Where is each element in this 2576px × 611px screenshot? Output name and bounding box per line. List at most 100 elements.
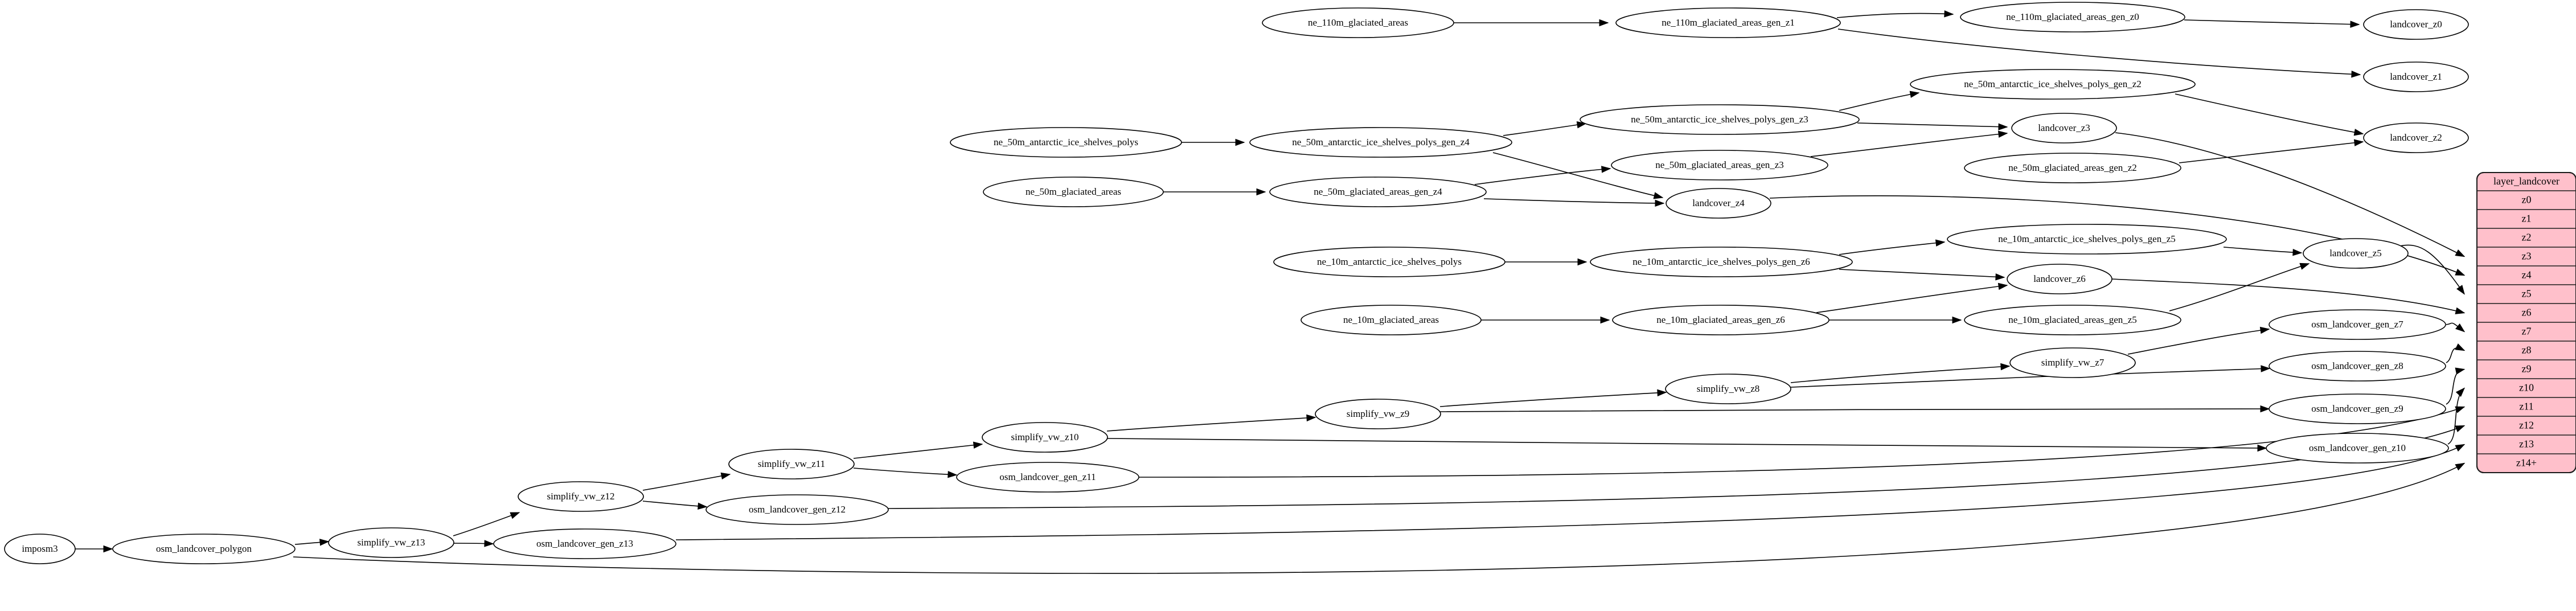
node-ne_10m_glaciated_areas_gen_z5[interactable]: ne_10m_glaciated_areas_gen_z5 — [1964, 305, 2181, 335]
node-label: landcover_z1 — [2390, 71, 2442, 82]
node-label: simplify_vw_z12 — [547, 491, 615, 502]
node-ne_50m_glaciated_areas_gen_z2[interactable]: ne_50m_glaciated_areas_gen_z2 — [1964, 153, 2181, 183]
record-row-z7[interactable]: z7 — [2477, 322, 2576, 337]
node-shape — [518, 481, 644, 512]
node-ne_50m_glaciated_areas_gen_z4[interactable]: ne_50m_glaciated_areas_gen_z4 — [1269, 177, 1487, 207]
record-row-z5[interactable]: z5 — [2477, 284, 2576, 300]
node-shape — [1964, 153, 2181, 183]
record-row-label: z9 — [2522, 363, 2532, 375]
record-row-z4[interactable]: z4 — [2477, 265, 2576, 281]
node-landcover_z0[interactable]: landcover_z0 — [2363, 9, 2469, 40]
record-row-z1[interactable]: z1 — [2477, 209, 2576, 224]
node-label: osm_landcover_gen_z9 — [2311, 403, 2403, 414]
node-label: osm_landcover_gen_z10 — [2309, 442, 2406, 453]
node-label: simplify_vw_z10 — [1011, 432, 1079, 442]
node-simplify_vw_z10[interactable]: simplify_vw_z10 — [982, 422, 1108, 453]
edge-ne_50m_antarctic_ice_shelves_polys-to-ne_50m_antarctic_ice_shelves_polys_gen_z4 — [1182, 138, 1245, 146]
edge-simplify_vw_z8-to-simplify_vw_z7 — [1790, 363, 2011, 383]
edge-ne_10m_glaciated_areas_gen_z5-to-landcover_z5 — [2169, 263, 2310, 311]
node-osm_landcover_gen_z12[interactable]: osm_landcover_gen_z12 — [705, 494, 889, 525]
edge-ne_110m_glaciated_areas_gen_z0-to-landcover_z0 — [2184, 19, 2360, 28]
record-row-z9[interactable]: z9 — [2477, 359, 2576, 375]
edge-ne_50m_antarctic_ice_shelves_polys_gen_z2-to-landcover_z2 — [2175, 93, 2364, 136]
record-row-z14+[interactable]: z14+ — [2477, 453, 2576, 469]
node-shape — [2011, 113, 2117, 143]
edge-ne_50m_antarctic_ice_shelves_polys_gen_z3-to-landcover_z3 — [1857, 122, 2008, 130]
node-shape — [328, 527, 454, 558]
node-landcover_z5[interactable]: landcover_z5 — [2303, 238, 2409, 269]
node-simplify_vw_z12[interactable]: simplify_vw_z12 — [518, 481, 644, 512]
node-simplify_vw_z7[interactable]: simplify_vw_z7 — [2009, 347, 2136, 378]
node-label: simplify_vw_z13 — [358, 537, 425, 548]
record-row-z11[interactable]: z11 — [2477, 397, 2576, 412]
node-landcover_z2[interactable]: landcover_z2 — [2363, 122, 2469, 153]
node-ne_50m_antarctic_ice_shelves_polys[interactable]: ne_50m_antarctic_ice_shelves_polys — [950, 127, 1182, 158]
edge-ne_50m_antarctic_ice_shelves_polys_gen_z3-to-ne_50m_antarctic_ice_shelves_polys_gen_z2 — [1839, 91, 1920, 111]
record-row-z3[interactable]: z3 — [2477, 247, 2576, 262]
node-landcover_z4[interactable]: landcover_z4 — [1666, 188, 1771, 219]
node-label: simplify_vw_z7 — [2041, 357, 2105, 368]
record-row-z10[interactable]: z10 — [2477, 378, 2576, 393]
node-label: ne_50m_antarctic_ice_shelves_polys_gen_z… — [1964, 79, 2142, 89]
node-label: landcover_z2 — [2390, 132, 2442, 143]
node-label: simplify_vw_z8 — [1697, 383, 1760, 394]
record-row-z2[interactable]: z2 — [2477, 228, 2576, 243]
node-ne_10m_glaciated_areas_gen_z6[interactable]: ne_10m_glaciated_areas_gen_z6 — [1612, 305, 1830, 335]
node-label: ne_10m_glaciated_areas — [1343, 314, 1439, 325]
record-row-z8[interactable]: z8 — [2477, 341, 2576, 356]
node-ne_10m_antarctic_ice_shelves_polys_gen_z6[interactable]: ne_10m_antarctic_ice_shelves_polys_gen_z… — [1590, 247, 1853, 277]
record-row-label: z2 — [2522, 232, 2532, 243]
edge-ne_50m_glaciated_areas_gen_z4-to-landcover_z4 — [1483, 198, 1665, 207]
node-label: ne_10m_antarctic_ice_shelves_polys_gen_z… — [1632, 256, 1810, 267]
node-ne_50m_glaciated_areas_gen_z3[interactable]: ne_50m_glaciated_areas_gen_z3 — [1611, 150, 1828, 181]
node-osm_landcover_gen_z10[interactable]: osm_landcover_gen_z10 — [2266, 433, 2449, 464]
node-ne_110m_glaciated_areas_gen_z0[interactable]: ne_110m_glaciated_areas_gen_z0 — [1960, 2, 2185, 32]
node-shape — [1301, 305, 1482, 335]
node-shape — [1590, 247, 1853, 277]
node-shape — [1580, 104, 1860, 135]
node-landcover_z3[interactable]: landcover_z3 — [2011, 113, 2117, 143]
edge-simplify_vw_z11-to-simplify_vw_z10 — [853, 441, 983, 459]
node-ne_10m_antarctic_ice_shelves_polys[interactable]: ne_10m_antarctic_ice_shelves_polys — [1273, 247, 1506, 277]
node-shape — [1249, 127, 1512, 158]
node-shape — [1665, 374, 1791, 404]
node-landcover_z1[interactable]: landcover_z1 — [2363, 61, 2469, 92]
record-row-z12[interactable]: z12 — [2477, 416, 2576, 431]
node-imposm3[interactable]: imposm3 — [4, 534, 76, 564]
node-ne_50m_antarctic_ice_shelves_polys_gen_z4[interactable]: ne_50m_antarctic_ice_shelves_polys_gen_z… — [1249, 127, 1512, 158]
node-label: osm_landcover_polygon — [156, 543, 252, 554]
record-row-label: z8 — [2522, 345, 2532, 356]
node-ne_50m_antarctic_ice_shelves_polys_gen_z3[interactable]: ne_50m_antarctic_ice_shelves_polys_gen_z… — [1580, 104, 1860, 135]
node-ne_10m_glaciated_areas[interactable]: ne_10m_glaciated_areas — [1301, 305, 1482, 335]
node-osm_landcover_gen_z7[interactable]: osm_landcover_gen_z7 — [2269, 309, 2446, 340]
node-shape — [1964, 305, 2181, 335]
node-ne_10m_antarctic_ice_shelves_polys_gen_z5[interactable]: ne_10m_antarctic_ice_shelves_polys_gen_z… — [1947, 224, 2227, 255]
edge-ne_10m_antarctic_ice_shelves_polys-to-ne_10m_antarctic_ice_shelves_polys_gen_z6 — [1505, 258, 1588, 266]
node-ne_50m_glaciated_areas[interactable]: ne_50m_glaciated_areas — [983, 177, 1164, 207]
node-simplify_vw_z9[interactable]: simplify_vw_z9 — [1315, 399, 1441, 429]
node-shape — [956, 462, 1139, 493]
record-row-label: z4 — [2522, 269, 2532, 281]
node-osm_landcover_gen_z9[interactable]: osm_landcover_gen_z9 — [2269, 393, 2446, 424]
node-landcover_z6[interactable]: landcover_z6 — [2007, 264, 2113, 294]
node-simplify_vw_z11[interactable]: simplify_vw_z11 — [728, 449, 855, 479]
record-row-z13[interactable]: z13 — [2477, 434, 2576, 450]
node-shape — [1269, 177, 1487, 207]
node-ne_110m_glaciated_areas_gen_z1[interactable]: ne_110m_glaciated_areas_gen_z1 — [1615, 7, 1841, 38]
edge-ne_10m_glaciated_areas_gen_z6-to-landcover_z6 — [1816, 282, 2008, 313]
node-ne_110m_glaciated_areas[interactable]: ne_110m_glaciated_areas — [1262, 7, 1454, 38]
node-simplify_vw_z8[interactable]: simplify_vw_z8 — [1665, 374, 1791, 404]
node-label: ne_10m_antarctic_ice_shelves_polys — [1317, 256, 1462, 267]
node-osm_landcover_gen_z8[interactable]: osm_landcover_gen_z8 — [2269, 351, 2446, 382]
node-osm_landcover_gen_z13[interactable]: osm_landcover_gen_z13 — [493, 528, 676, 559]
edge-simplify_vw_z13-to-simplify_vw_z12 — [453, 512, 520, 536]
edge-osm_landcover_gen_z12-to-layer_landcover_z12 — [888, 425, 2466, 509]
node-shape — [2007, 264, 2113, 294]
record-row-z6[interactable]: z6 — [2477, 303, 2576, 318]
node-label: osm_landcover_gen_z12 — [749, 504, 846, 515]
node-osm_landcover_gen_z11[interactable]: osm_landcover_gen_z11 — [956, 462, 1139, 493]
node-osm_landcover_polygon[interactable]: osm_landcover_polygon — [112, 534, 296, 564]
node-simplify_vw_z13[interactable]: simplify_vw_z13 — [328, 527, 454, 558]
record-row-z0[interactable]: z0 — [2477, 190, 2576, 206]
node-ne_50m_antarctic_ice_shelves_polys_gen_z2[interactable]: ne_50m_antarctic_ice_shelves_polys_gen_z… — [1910, 69, 2196, 100]
